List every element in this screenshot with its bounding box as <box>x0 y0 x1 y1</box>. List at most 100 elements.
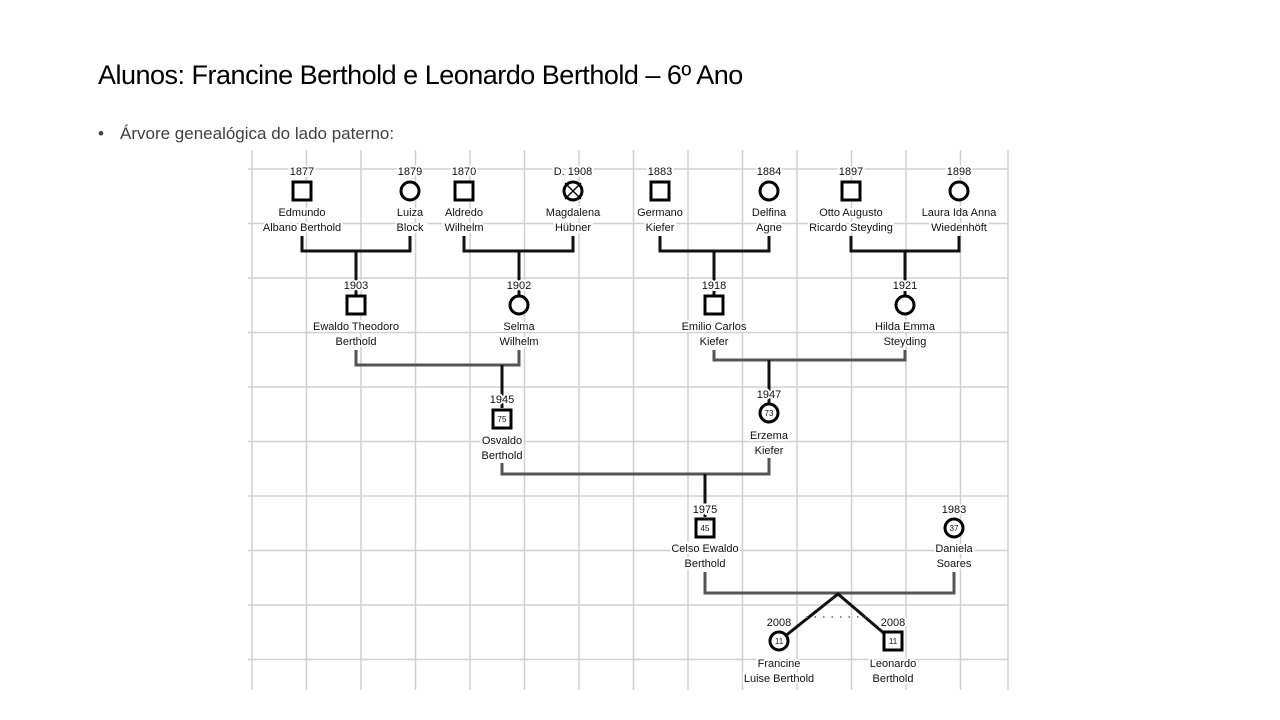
bullet-item: • Árvore genealógica do lado paterno: <box>98 124 394 144</box>
birth-year: 1947 <box>757 389 781 401</box>
person-name: Selma <box>503 321 535 333</box>
birth-year: 1870 <box>452 166 476 178</box>
female-circle-icon <box>894 294 916 316</box>
person-name: Leonardo <box>870 658 917 670</box>
age-label: 11 <box>889 637 898 646</box>
birth-year: 2008 <box>881 617 905 629</box>
female-circle-icon <box>758 402 780 424</box>
connector-line <box>658 236 771 253</box>
male-square-icon <box>840 180 862 202</box>
person-name: Hübner <box>555 222 591 234</box>
birth-year: 1879 <box>398 166 422 178</box>
age-label: 73 <box>765 409 774 418</box>
person-name: Luise Berthold <box>744 673 814 685</box>
connector-line <box>778 592 894 643</box>
birth-year: 1918 <box>702 280 726 292</box>
person-name: Emilio Carlos <box>682 321 747 333</box>
male-square-icon <box>649 180 671 202</box>
connector-line <box>462 236 575 253</box>
person-name: Kiefer <box>700 336 729 348</box>
age-label: 11 <box>775 637 784 646</box>
connector-line <box>500 458 771 476</box>
age-label: 37 <box>950 524 959 533</box>
person-name: Berthold <box>482 450 523 462</box>
person-name: Otto Augusto <box>819 207 883 219</box>
person-name: Celso Ewaldo <box>671 543 738 555</box>
birth-year: D. 1908 <box>554 166 593 178</box>
female-circle-icon <box>948 180 970 202</box>
person-name: Aldredo <box>445 207 483 219</box>
male-square-icon <box>491 408 513 430</box>
birth-year: 1902 <box>507 280 531 292</box>
age-label: 45 <box>701 524 710 533</box>
male-square-icon <box>291 180 313 202</box>
person-name: Ewaldo Theodoro <box>313 321 399 333</box>
person-name: Wiedenhöft <box>931 222 987 234</box>
person-name: Hilda Emma <box>875 321 936 333</box>
connector-line <box>849 236 961 253</box>
person-name: Daniela <box>935 543 973 555</box>
birth-year: 1903 <box>344 280 368 292</box>
birth-year: 1975 <box>693 504 717 516</box>
person-name: Agne <box>756 222 782 234</box>
birth-year: 1898 <box>947 166 971 178</box>
connector-line <box>703 572 956 595</box>
person-name: Berthold <box>685 558 726 570</box>
person-name: Soares <box>937 558 972 570</box>
deceased-cross-icon <box>564 182 582 200</box>
person-name: Berthold <box>336 336 377 348</box>
person-name: Wilhelm <box>499 336 538 348</box>
person-name: Steyding <box>884 336 927 348</box>
grid <box>248 150 1009 690</box>
birth-year: 1945 <box>490 394 514 406</box>
birth-year: 1883 <box>648 166 672 178</box>
female-circle-icon <box>508 294 530 316</box>
person-name: Delfina <box>752 207 787 219</box>
birth-year: 2008 <box>767 617 791 629</box>
connector-line <box>300 236 412 253</box>
female-circle-icon <box>943 517 965 539</box>
female-circle-icon <box>399 180 421 202</box>
person-name: Block <box>397 222 424 234</box>
person-name: Luiza <box>397 207 424 219</box>
connector-lines <box>300 236 961 643</box>
person-name: Berthold <box>873 673 914 685</box>
person-name: Magdalena <box>546 207 601 219</box>
female-circle-icon <box>758 180 780 202</box>
person-name: Osvaldo <box>482 435 522 447</box>
birth-year: 1884 <box>757 166 781 178</box>
birth-year: 1897 <box>839 166 863 178</box>
person-name: Laura Ida Anna <box>922 207 998 219</box>
person-name: Albano Berthold <box>263 222 341 234</box>
male-square-icon <box>703 294 725 316</box>
male-square-icon <box>345 294 367 316</box>
person-name: Kiefer <box>646 222 675 234</box>
person-name: Germano <box>637 207 683 219</box>
bullet-icon: • <box>98 124 104 143</box>
person-name: Ricardo Steyding <box>809 222 893 234</box>
person-name: Kiefer <box>755 445 784 457</box>
person-name: Wilhelm <box>444 222 483 234</box>
male-square-icon <box>453 180 475 202</box>
connector-line <box>354 350 521 367</box>
female-circle-icon <box>768 630 790 652</box>
bullet-text: Árvore genealógica do lado paterno: <box>120 124 395 143</box>
